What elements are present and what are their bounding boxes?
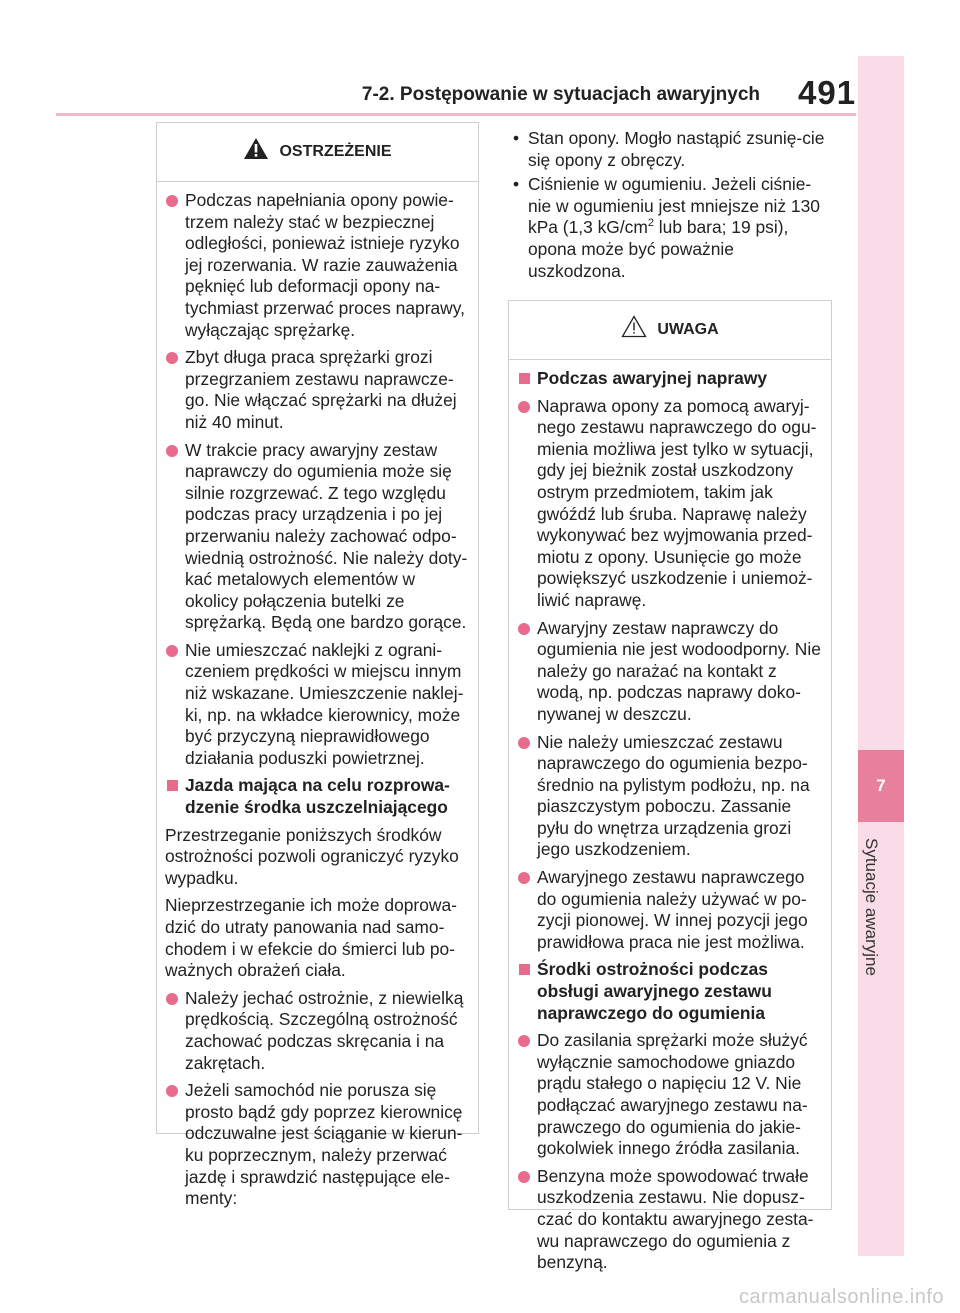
list-item: Podczas napełniania opony powie-trzem na… [165,190,472,341]
list-item: Do zasilania sprężarki może służyć wyłąc… [517,1030,825,1160]
list-item: Naprawa opony za pomocą awaryj-nego zest… [517,396,825,612]
header-divider [56,113,856,116]
section-title: 7-2. Postępowanie w sytuacjach awaryjnyc… [361,84,760,105]
continuation-list: Stan opony. Mogło nastąpić zsunię-cie si… [510,128,830,285]
side-tab [858,56,904,1256]
warning-triangle-outline-icon [621,315,647,345]
warning-box-header: OSTRZEŻENIE [157,123,478,182]
list-item: Jeżeli samochód nie porusza się prosto b… [165,1080,472,1210]
caution-box: UWAGA Podczas awaryjnej naprawy Naprawa … [508,300,832,1272]
paragraph: Nieprzestrzeganie ich może doprowa-dzić … [165,895,457,981]
warning-box: OSTRZEŻENIE Podczas napełniania opony po… [156,122,479,1208]
list-item: W trakcie pracy awaryjny zestaw naprawcz… [165,440,472,634]
paragraph: Przestrzeganie poniższych środków ostroż… [165,824,459,888]
list-item: Ciśnienie w ogumieniu. Jeżeli ciśnie-nie… [510,174,830,282]
warning-triangle-filled-icon [243,137,269,167]
list-item: Należy jechać ostrożnie, z niewielką prę… [165,988,472,1074]
warning-box-title: OSTRZEŻENIE [279,143,392,161]
chapter-label: Sytuacje awaryjne [862,838,881,976]
caution-box-title: UWAGA [657,321,719,339]
page-number: 491 [798,74,857,111]
caution-box-header: UWAGA [509,301,831,360]
list-item: Benzyna może spowodować trwałe uszkodzen… [517,1166,825,1274]
subheading: Środki ostrożności podczas obsługi awary… [517,959,825,1024]
list-item: Stan opony. Mogło nastąpić zsunię-cie si… [510,128,830,171]
list-item: Awaryjny zestaw naprawczy do ogumienia n… [517,618,825,726]
subheading: Jazda mająca na celu rozprowa-dzenie śro… [165,775,472,818]
list-item: Nie umieszczać naklejki z ograni-czeniem… [165,640,472,770]
list-item: Nie należy umieszczać zestawu naprawczeg… [517,732,825,862]
list-item: Zbyt długa praca sprężarki grozi przegrz… [165,347,472,433]
subheading: Podczas awaryjnej naprawy [517,368,825,390]
list-item-text: Ciśnienie w ogumieniu. Jeżeli ciśnie-nie… [528,174,820,238]
watermark: carmanualsonline.info [738,1286,944,1308]
chapter-number: 7 [858,750,904,822]
superscript: 2 [647,217,654,230]
list-item-text: lub bara; 19 psi), opona może być poważn… [528,217,789,281]
list-item: Awaryjnego zestawu naprawczego do ogumie… [517,867,825,953]
